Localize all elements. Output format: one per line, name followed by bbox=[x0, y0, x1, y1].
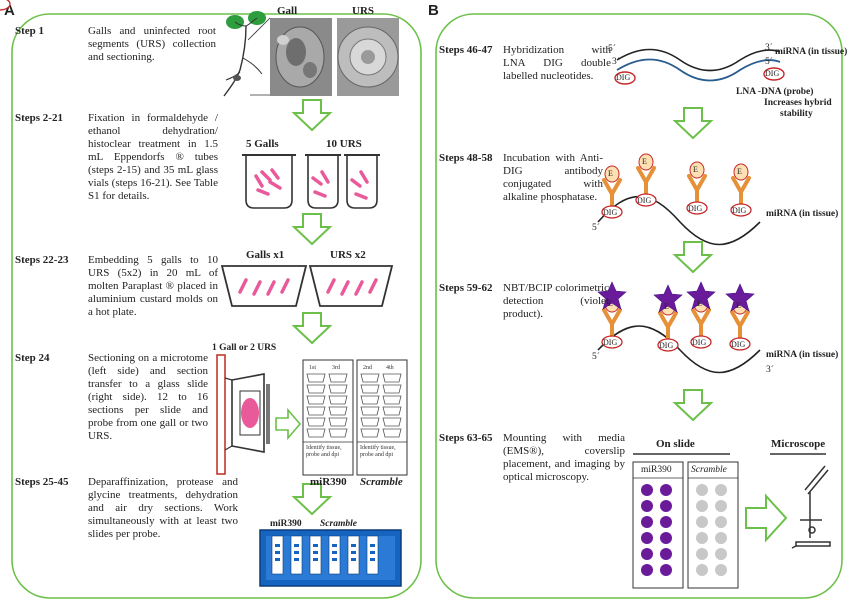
slide-col-label: 4th bbox=[386, 365, 394, 371]
slide-col-label: 2nd bbox=[363, 365, 372, 371]
slide-mir390 bbox=[302, 359, 354, 476]
dig-label: DIG bbox=[659, 341, 674, 350]
mirna-label: miRNA (in tissue) bbox=[775, 47, 848, 57]
dig-label: DIG bbox=[692, 338, 707, 347]
hybridization-diagram bbox=[614, 48, 785, 85]
dig-label: DIG bbox=[603, 208, 618, 217]
on-slide-label: On slide bbox=[656, 438, 695, 450]
microtome-icon bbox=[216, 354, 270, 475]
dig-label: DIG bbox=[616, 73, 631, 82]
arrow-to-microscope bbox=[745, 493, 788, 543]
dig-label: DIG bbox=[765, 69, 780, 78]
probe-note: Increases hybrid bbox=[764, 98, 832, 108]
step-description: Mounting with media (EMS®), coverslip pl… bbox=[503, 432, 625, 483]
three-prime-label: 3´ bbox=[765, 43, 773, 53]
gall-mold bbox=[220, 265, 308, 307]
dig-label: DIG bbox=[731, 340, 746, 349]
microtome-label: 1 Gall or 2 URS bbox=[212, 343, 277, 353]
slide-name-scramble: Scramble bbox=[360, 476, 403, 488]
enzyme-label: E bbox=[608, 169, 613, 178]
panel-b-frame bbox=[435, 13, 843, 599]
dig-label: DIG bbox=[637, 196, 652, 205]
dig-label: DIG bbox=[688, 204, 703, 213]
urs-label: URS bbox=[352, 5, 375, 17]
step-label: Steps 63-65 bbox=[439, 432, 493, 444]
step-label: Steps 25-45 bbox=[15, 476, 69, 488]
mirna-label: miRNA (in tissue) bbox=[766, 350, 839, 360]
step-description: NBT/BCIP colorimetric detection (violet … bbox=[503, 282, 609, 320]
panel-a-frame bbox=[11, 13, 422, 599]
nbt-bcip-diagram bbox=[597, 325, 761, 374]
enzyme-label: E bbox=[608, 299, 613, 308]
plant-seedling-icon bbox=[223, 11, 271, 97]
slide-col-label: 1st bbox=[309, 365, 317, 371]
gall-vial bbox=[242, 154, 296, 209]
panel-label-a: A bbox=[4, 2, 15, 19]
five-prime-label: 5´ bbox=[765, 57, 773, 67]
probe-label: LNA -DNA (probe) bbox=[736, 87, 814, 97]
vial-label-urs: 10 URS bbox=[326, 138, 362, 150]
arrow-to-slide bbox=[275, 407, 302, 441]
step-description: Incubation with Anti-DIG antibody conjug… bbox=[503, 152, 603, 203]
panel-label-b: B bbox=[428, 2, 439, 19]
gall-label: Gall bbox=[277, 5, 298, 17]
slide-col-label: 3rd bbox=[332, 365, 340, 371]
mold-label-galls: Galls x1 bbox=[246, 249, 285, 261]
step-label: Steps 46-47 bbox=[439, 44, 493, 56]
microscope-label: Microscope bbox=[771, 438, 826, 450]
antibody-units-2 bbox=[0, 0, 11, 11]
mold-label-urs: URS x2 bbox=[330, 249, 366, 261]
antibody-diagram bbox=[597, 195, 761, 246]
final-slide-label-scramble: Scramble bbox=[691, 465, 727, 475]
urs-mold bbox=[308, 265, 394, 307]
step-label: Steps 48-58 bbox=[439, 152, 493, 164]
vial-label-galls: 5 Galls bbox=[246, 138, 279, 150]
mirna-label: miRNA (in tissue) bbox=[766, 209, 839, 219]
step-description: Sectioning on a microtome (left side) an… bbox=[88, 352, 208, 442]
slide-note: Identify tissue, probe and dpi bbox=[360, 445, 396, 458]
enzyme-label: E bbox=[697, 299, 702, 308]
step-description: Galls and uninfected root segments (URS)… bbox=[88, 25, 216, 63]
five-prime-label: 5´ bbox=[608, 44, 616, 54]
step-description: Deparaffinization, protease and glycine … bbox=[88, 476, 238, 540]
three-prime-label: 3´ bbox=[612, 57, 620, 67]
enzyme-label: E bbox=[737, 167, 742, 176]
step-description: Embedding 5 galls to 10 URS (5x2) in 20 … bbox=[88, 254, 218, 318]
urs-vial-1 bbox=[305, 154, 341, 209]
enzyme-label: E bbox=[642, 157, 647, 166]
enzyme-label: E bbox=[736, 301, 741, 310]
step-label: Steps 2-21 bbox=[15, 112, 63, 124]
slide-scramble bbox=[356, 359, 408, 476]
slide-rack bbox=[259, 529, 402, 587]
three-prime-label: 3´ bbox=[766, 365, 774, 375]
final-slide-label-mir390: miR390 bbox=[641, 465, 672, 475]
step-label: Step 24 bbox=[15, 352, 50, 364]
five-prime-label: 5´ bbox=[592, 223, 600, 233]
rack-label-mir390: miR390 bbox=[270, 519, 302, 529]
dig-label: DIG bbox=[603, 338, 618, 347]
enzyme-label: E bbox=[664, 302, 669, 311]
urs-vial-2 bbox=[344, 154, 380, 209]
gall-micrograph bbox=[270, 18, 332, 96]
slide-name-mir390: miR390 bbox=[310, 476, 347, 488]
step-label: Steps 59-62 bbox=[439, 282, 493, 294]
microscope-icon bbox=[770, 453, 831, 549]
slide-note: Identify tissue, probe and dpi bbox=[306, 445, 342, 458]
urs-micrograph bbox=[337, 18, 399, 96]
probe-note: stability bbox=[780, 109, 813, 119]
step-label: Step 1 bbox=[15, 25, 45, 37]
five-prime-label: 5´ bbox=[592, 352, 600, 362]
rack-label-scramble: Scramble bbox=[320, 519, 357, 529]
final-slides bbox=[632, 453, 739, 589]
step-description: Hybridization with LNA DIG double labell… bbox=[503, 44, 611, 82]
dig-label: DIG bbox=[732, 206, 747, 215]
enzyme-label: E bbox=[693, 165, 698, 174]
step-description: Fixation in formaldehyde / ethanol dehyd… bbox=[88, 112, 218, 202]
step-label: Steps 22-23 bbox=[15, 254, 69, 266]
